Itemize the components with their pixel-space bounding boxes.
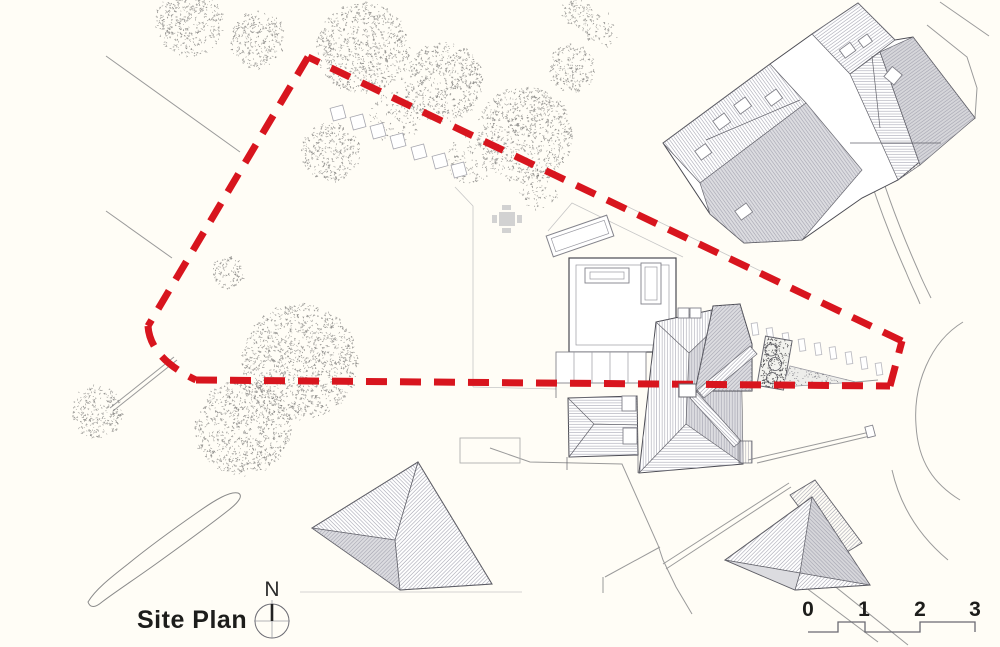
scale-bar: 0 1 2 3 bbox=[802, 598, 981, 633]
stepping-stone bbox=[750, 322, 760, 336]
stepping-stone bbox=[844, 351, 854, 365]
north-arrow: N bbox=[254, 578, 290, 639]
stepping-stone bbox=[874, 362, 884, 376]
pond bbox=[87, 492, 241, 607]
scale-tick-2: 2 bbox=[914, 598, 926, 621]
plot-square bbox=[389, 132, 407, 150]
plot-square bbox=[450, 161, 468, 179]
stepping-stone bbox=[797, 338, 807, 352]
tree-stipple bbox=[561, 0, 594, 30]
plot-square bbox=[329, 104, 347, 122]
site-boundary bbox=[144, 53, 906, 390]
scale-tick-1: 1 bbox=[858, 598, 870, 621]
north-label: N bbox=[264, 578, 279, 601]
tree-stipple bbox=[194, 380, 293, 477]
cul-de-sac-road bbox=[891, 321, 964, 561]
plot-square bbox=[349, 113, 367, 131]
plot-square bbox=[431, 152, 449, 170]
tree-stipple bbox=[400, 42, 484, 123]
skylights bbox=[694, 33, 903, 221]
tree-stipple bbox=[582, 12, 618, 48]
tree-stipple bbox=[549, 43, 596, 93]
scale-bar-steps bbox=[808, 621, 976, 633]
stepping-stone bbox=[828, 346, 838, 360]
greenhouse bbox=[545, 214, 615, 258]
tree-stipple bbox=[446, 135, 494, 184]
terrace bbox=[555, 351, 647, 384]
main-house bbox=[555, 257, 758, 474]
stepping-stone bbox=[859, 356, 869, 370]
tree-stipple bbox=[230, 10, 285, 70]
plot-square bbox=[369, 122, 387, 140]
tree-stipple bbox=[72, 384, 124, 439]
scale-tick-3: 3 bbox=[969, 598, 981, 621]
left-wing-roof bbox=[567, 395, 639, 458]
plot-squares bbox=[329, 104, 468, 179]
tree-stipple bbox=[476, 86, 573, 183]
stepping-stones bbox=[750, 322, 884, 376]
scale-tick-0: 0 bbox=[802, 598, 814, 621]
tree-stipple bbox=[315, 1, 411, 94]
neighbor-house-southeast bbox=[723, 479, 871, 591]
tree-stipple bbox=[212, 255, 245, 290]
page-title: Site Plan bbox=[137, 606, 247, 634]
tree-stipple bbox=[301, 123, 360, 183]
tree-stipple bbox=[154, 0, 224, 58]
pole-marker bbox=[864, 424, 876, 439]
flat-roof-block bbox=[568, 257, 677, 353]
tree-stipple bbox=[241, 302, 360, 421]
courtyard-marker bbox=[678, 383, 697, 398]
plot-square bbox=[410, 143, 428, 161]
stepping-stone bbox=[813, 342, 823, 356]
neighbor-house-southwest bbox=[311, 461, 493, 591]
neighbor-house-northeast bbox=[662, 2, 976, 244]
planted-bed bbox=[756, 335, 879, 391]
garage-outline bbox=[459, 437, 521, 464]
garden-table bbox=[492, 205, 522, 233]
